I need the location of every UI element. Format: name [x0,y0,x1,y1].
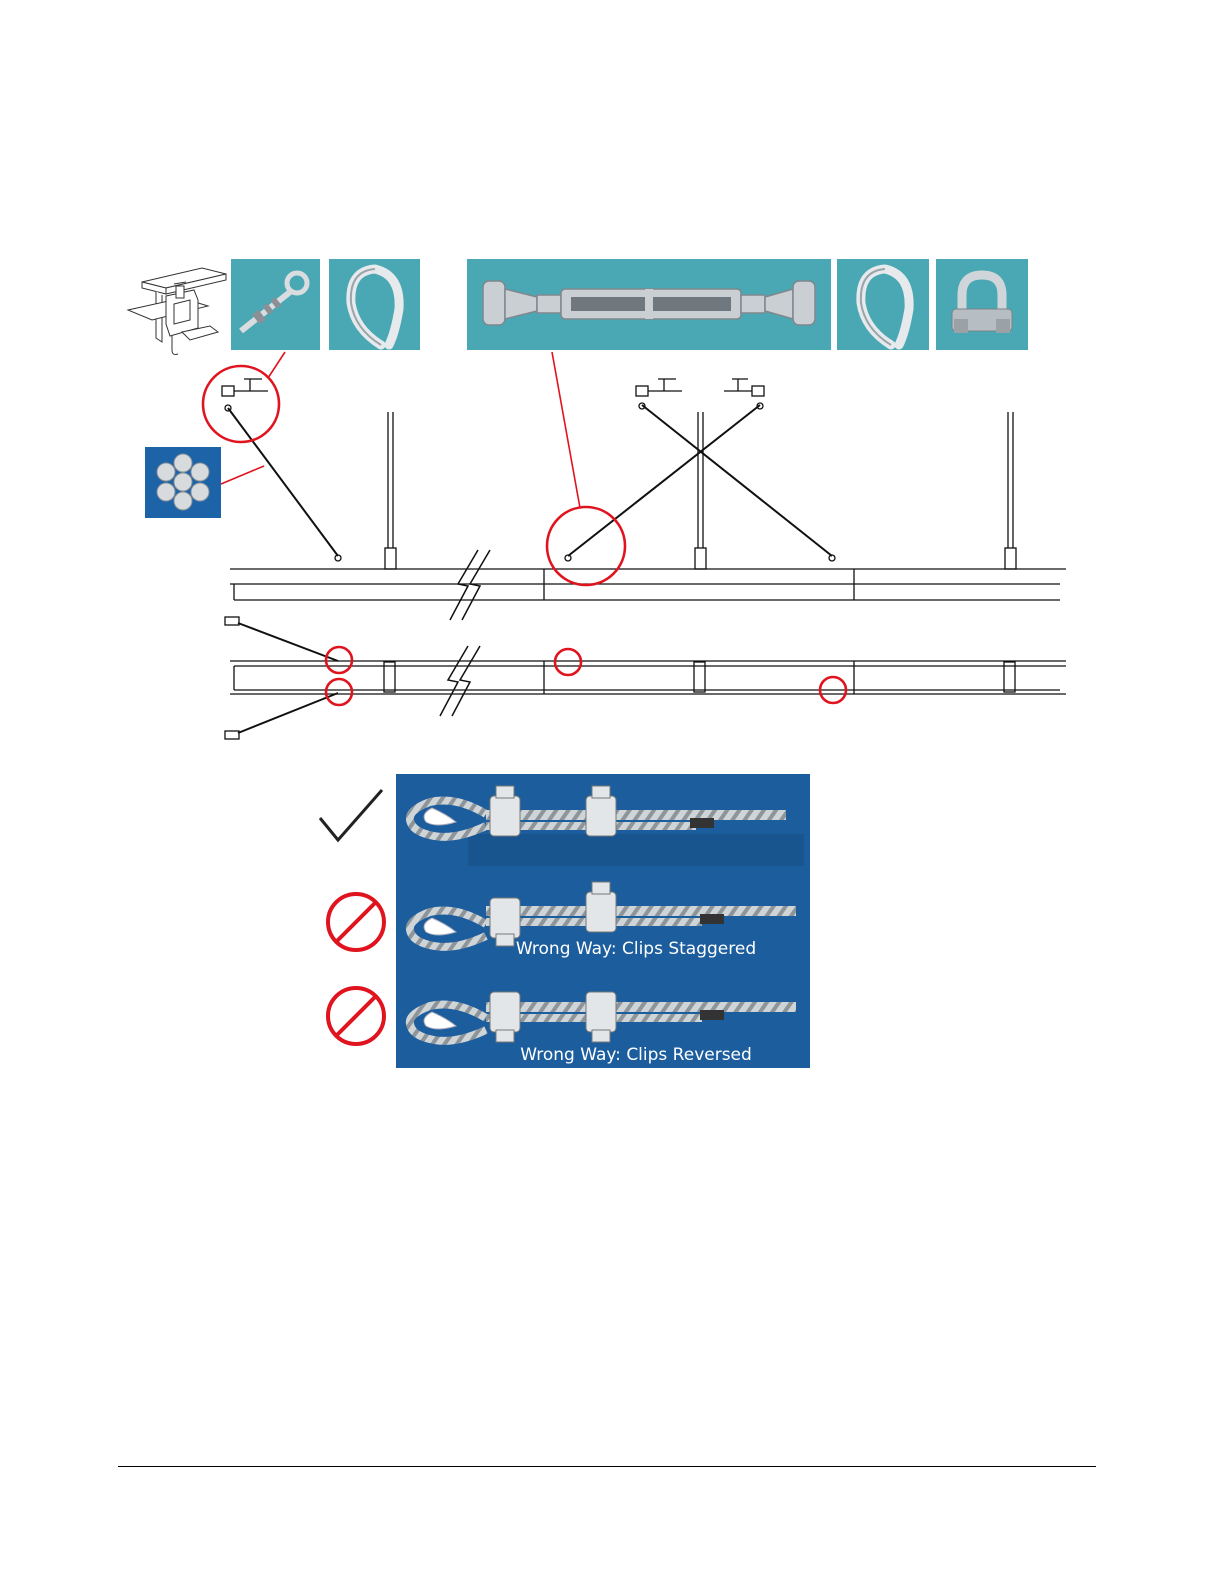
bracing-diagram [0,0,1224,760]
wrong-staggered-label: Wrong Way: Clips Staggered [516,939,756,959]
wrong-reversed-label: Wrong Way: Clips Reversed [520,1045,752,1065]
prohibited-icon [324,984,388,1048]
footer-divider [118,1466,1096,1467]
checkmark-icon [316,786,386,846]
prohibited-icon [324,890,388,954]
wire-rope-clip-panel: Wrong Way: Clips Staggered Wrong Way: Cl… [396,774,810,1068]
